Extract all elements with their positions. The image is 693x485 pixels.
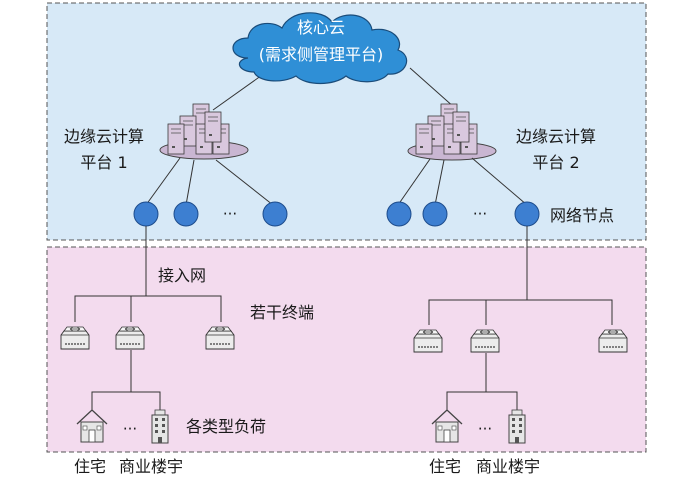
- edge-platform-2-label-line2: 平台 2: [532, 153, 579, 172]
- network-nodes-left: [133, 201, 288, 227]
- access-network-lines: [74, 226, 613, 325]
- edge-platform-1-label-line2: 平台 1: [80, 153, 127, 172]
- core-cloud-icon: [232, 12, 408, 85]
- load-types-label: 各类型负荷: [186, 417, 266, 436]
- edge-platform-2-label-line1: 边缘云计算: [516, 127, 596, 146]
- cloud-subtitle: (需求侧管理平台): [259, 45, 384, 64]
- load-links: [91, 350, 518, 410]
- residential-label-left: 住宅: [74, 457, 106, 476]
- commercial-label-right: 商业楼宇: [476, 457, 540, 476]
- nodes-ellipsis-right: ···: [473, 205, 487, 223]
- residential-label-right: 住宅: [429, 457, 461, 476]
- access-network-label: 接入网: [158, 266, 206, 285]
- buildings-ellipsis-left: ···: [123, 420, 137, 438]
- platform-node-links: [145, 157, 528, 206]
- office-tower-icon: [508, 409, 526, 444]
- buildings-ellipsis-right: ···: [478, 420, 492, 438]
- nodes-ellipsis-left: ···: [223, 205, 237, 223]
- commercial-label-left: 商业楼宇: [119, 457, 183, 476]
- network-node-label: 网络节点: [550, 206, 614, 225]
- cloud-link-right: [409, 67, 456, 109]
- office-tower-icon: [151, 409, 169, 444]
- edge-platform-1-icon: [159, 103, 249, 160]
- network-nodes-right: [386, 201, 540, 227]
- edge-platform-2-icon: [407, 103, 497, 161]
- terminal-region: [46, 246, 647, 453]
- edge-platform-1-label-line1: 边缘云计算: [64, 127, 144, 146]
- terminals-label: 若干终端: [250, 303, 314, 322]
- cloud-title: 核心云: [297, 18, 345, 37]
